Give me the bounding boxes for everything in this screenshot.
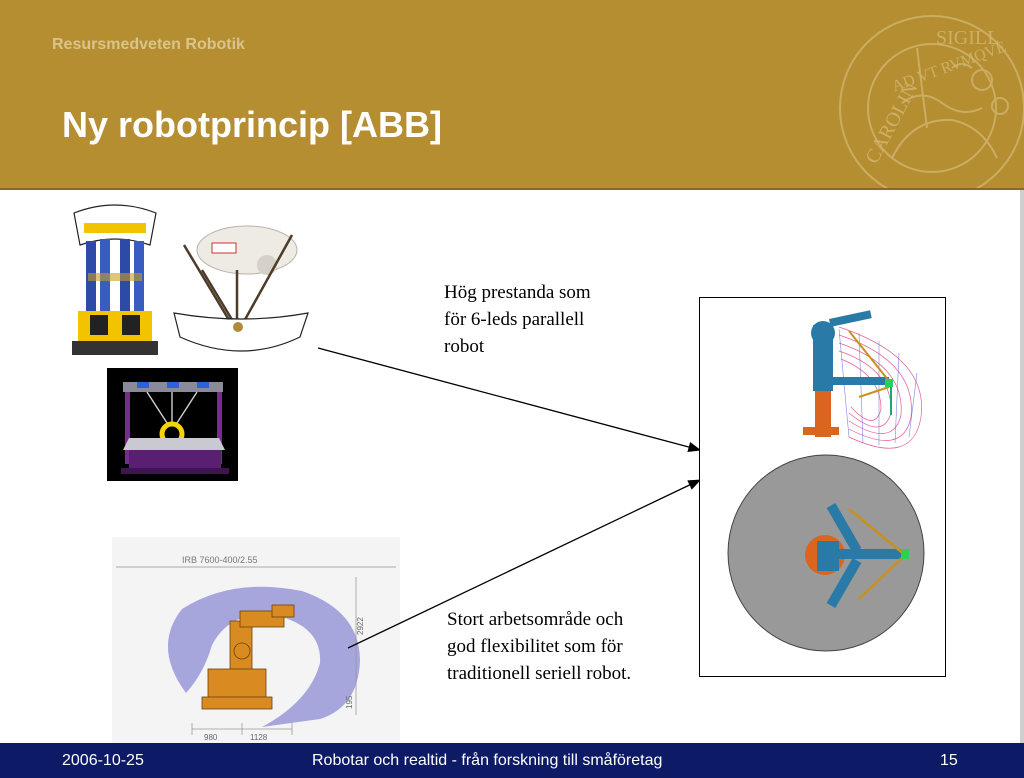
robot-model-label: IRB 7600-400/2.55 xyxy=(182,555,258,565)
arrow-parallel xyxy=(317,347,702,453)
footer-date: 2006-10-25 xyxy=(62,752,144,769)
brand-text: Resursmedveten Robotik xyxy=(52,36,245,53)
footer-title: Robotar och realtid - från forskning til… xyxy=(312,752,663,769)
delta-cell-image xyxy=(107,368,238,481)
seal-text-top: SIGILL xyxy=(936,27,999,49)
parallel-robot-caption: Hög prestanda som för 6-leds parallell r… xyxy=(444,282,591,357)
hybrid-robot-simulation xyxy=(699,297,946,677)
slide-footer: 2006-10-25 Robotar och realtid - från fo… xyxy=(0,743,1024,778)
dim-base-label: 195 xyxy=(345,695,354,709)
slide-title: Ny robotprincip [ABB] xyxy=(62,104,442,145)
dim-left-label: 980 xyxy=(204,733,218,742)
serial-robot-diagram: IRB 7600-400/2.55 2922 195 980 1128 xyxy=(112,537,400,743)
delta-robot-image xyxy=(173,225,309,352)
dim-height-label: 2922 xyxy=(356,617,365,635)
serial-robot-caption: Stort arbetsområde och god flexibilitet … xyxy=(447,609,632,684)
slide-edge xyxy=(1020,190,1024,743)
page-number: 15 xyxy=(940,752,958,769)
dim-right-label: 1128 xyxy=(250,733,268,742)
university-seal-icon: SIGILL CAROLIN AD VT RVMQVE xyxy=(839,15,1024,188)
slide-header: Resursmedveten Robotik Ny robotprincip [… xyxy=(0,0,1024,188)
hexapod-robot-image xyxy=(72,204,158,355)
header-divider xyxy=(0,188,1024,190)
